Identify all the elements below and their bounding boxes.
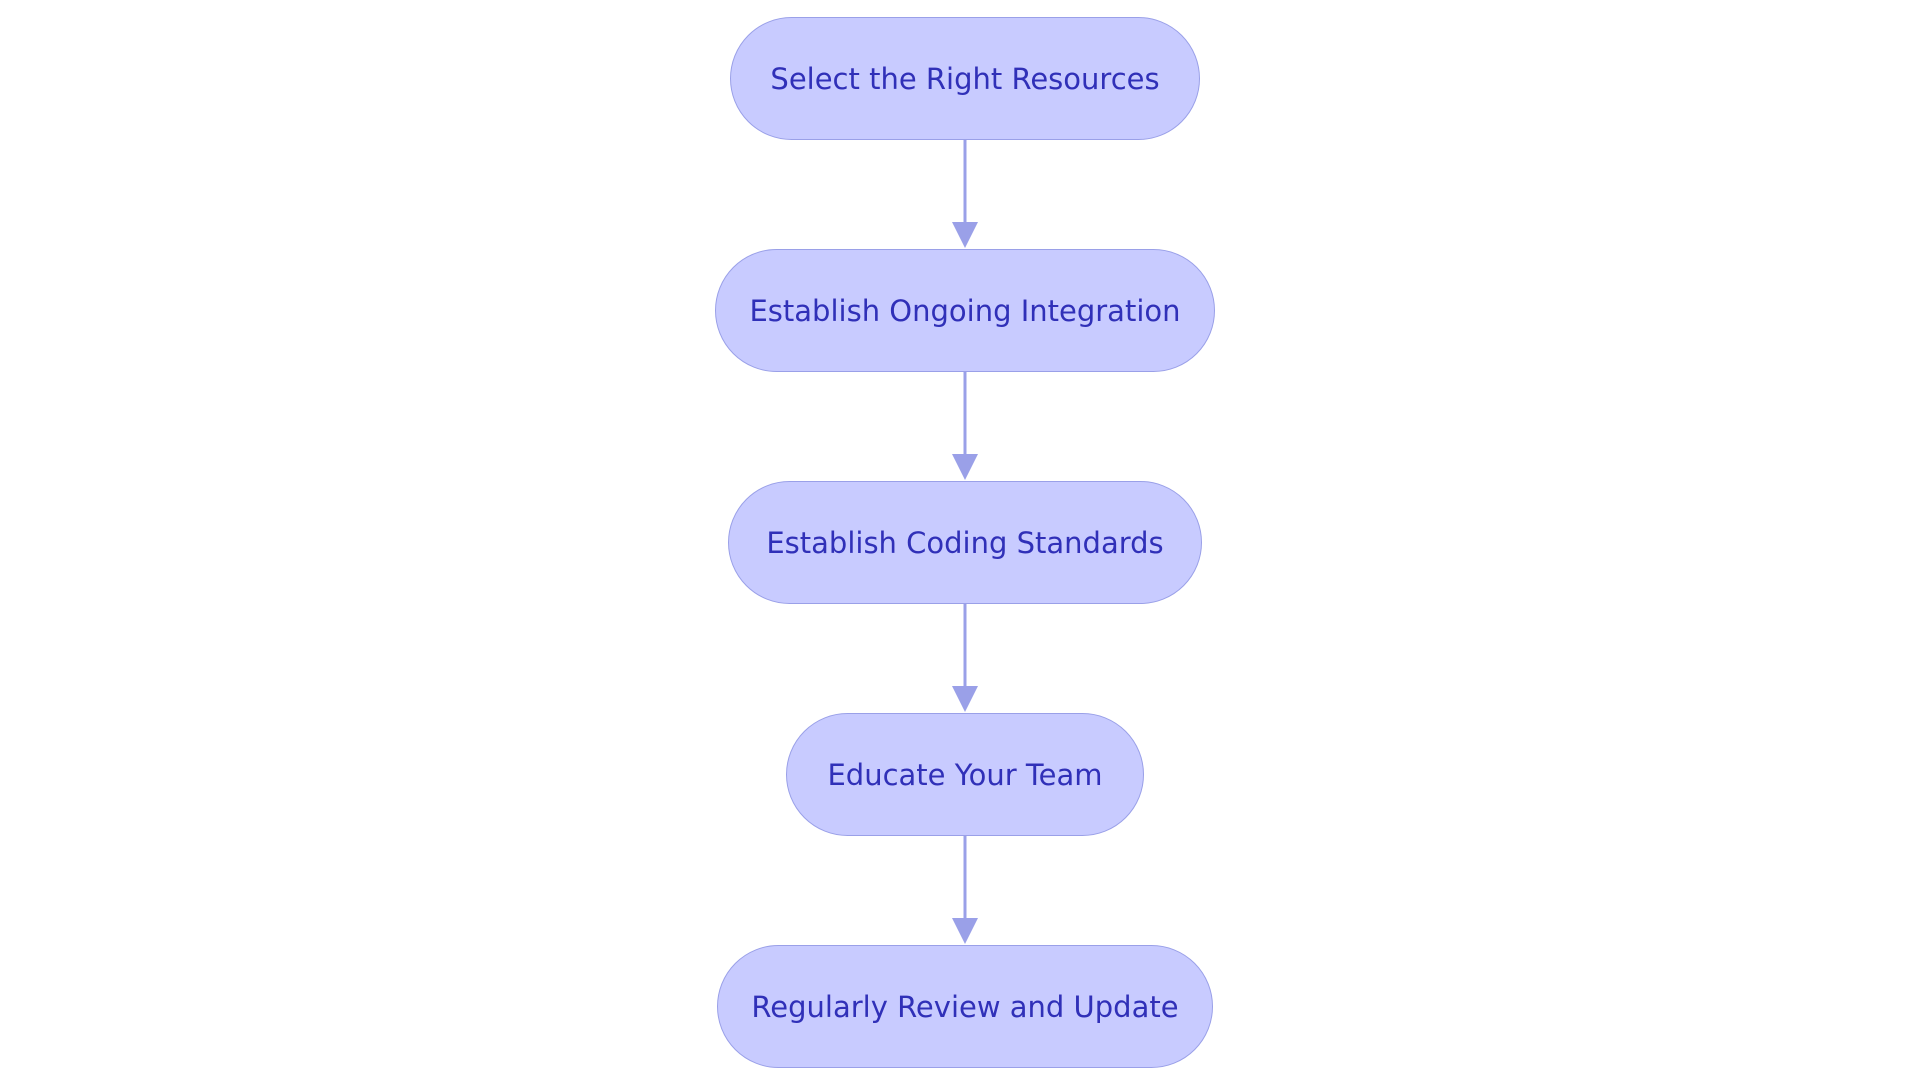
- flow-node-review-update: Regularly Review and Update: [717, 945, 1213, 1068]
- edge-n1-n2: [952, 140, 978, 248]
- flow-node-label: Regularly Review and Update: [751, 989, 1179, 1024]
- flow-node-educate-team: Educate Your Team: [786, 713, 1144, 836]
- flow-node-coding-standards: Establish Coding Standards: [728, 481, 1202, 604]
- flow-node-select-resources: Select the Right Resources: [730, 17, 1200, 140]
- flow-node-label: Establish Ongoing Integration: [749, 293, 1181, 328]
- flow-node-label: Educate Your Team: [827, 757, 1103, 792]
- flow-node-label: Establish Coding Standards: [766, 525, 1164, 560]
- flow-node-ongoing-integration: Establish Ongoing Integration: [715, 249, 1215, 372]
- edge-n3-n4: [952, 604, 978, 712]
- edge-n4-n5: [952, 836, 978, 944]
- flow-node-label: Select the Right Resources: [770, 61, 1160, 96]
- edge-n2-n3: [952, 372, 978, 480]
